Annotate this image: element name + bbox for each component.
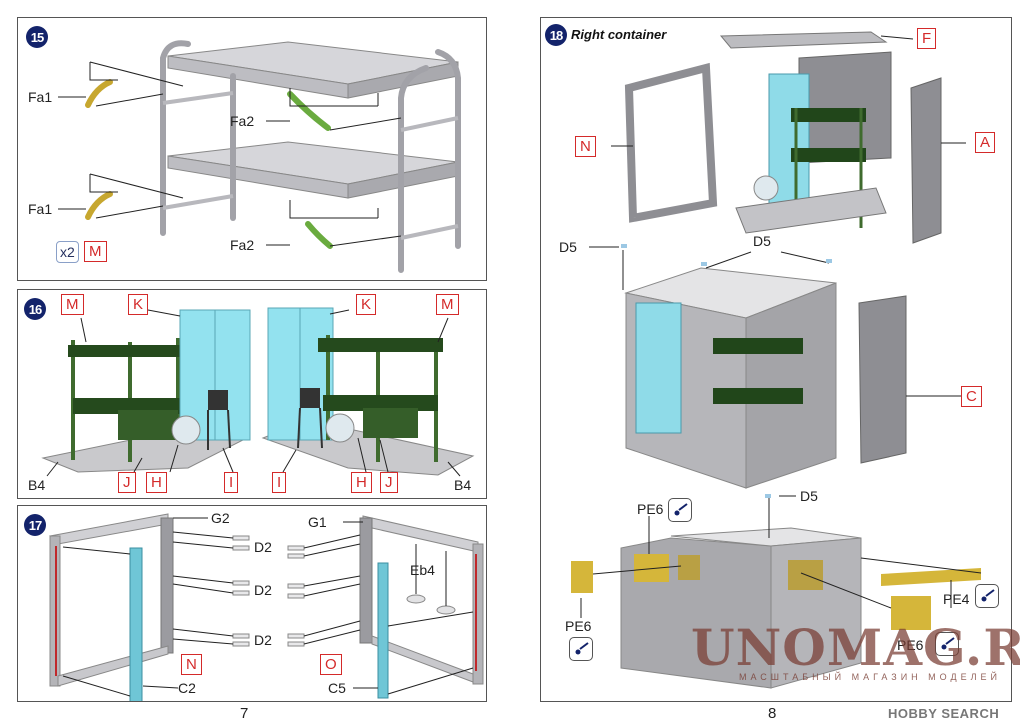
frame-assembly-illustration [48,513,484,701]
watermark-text: UNOMAG.RU [691,618,1020,677]
fa1-part [85,79,113,108]
quantity-badge: x2 [56,241,79,263]
fa2-part [287,91,331,131]
bunk-bed-illustration [58,40,461,273]
left-chair-ref-i: I [224,472,239,493]
right-box-ref-j: J [380,472,398,493]
left-box-ref-j: J [118,472,136,493]
page-number-right: 8 [768,705,777,722]
part-label-fa1-lower: Fa1 [28,201,53,217]
step16-panel: 16 [17,289,487,499]
fa2-part [305,221,333,249]
connector-label-d2-bottom: D2 [254,632,272,648]
step15-panel: 15 [17,17,487,281]
fa1-part [85,191,113,220]
right-chair-ref-i: I [272,472,287,493]
wall-ref-a: A [975,132,996,153]
part-label-fa2-lower: Fa2 [230,237,255,253]
photo-etch-icon [569,637,593,661]
step15-badge: 15 [26,26,48,48]
etch-label-pe6-top: PE6 [637,501,664,517]
connector-label-d5-pair: D5 [753,233,771,249]
step17-badge: 17 [24,514,46,536]
step17-panel: 17 [17,505,487,702]
part-label-g2: G2 [211,510,230,526]
furniture-layout-illustration [41,307,475,477]
right-fan-ref-h: H [351,472,372,493]
connector-label-d5-bottom: D5 [800,488,818,504]
left-locker-ref-k: K [128,294,149,315]
photo-etch-icon [935,632,959,656]
photo-etch-icon [668,498,692,522]
frame-ref-n: N [575,136,596,157]
assembly-ref-m: M [84,241,107,262]
etch-label-pe6-left: PE6 [565,618,592,634]
part-label-fa2-upper: Fa2 [230,113,255,129]
right-bunk-ref-m: M [436,294,459,315]
etch-label-pe4: PE4 [943,591,970,607]
part-label-c5: C5 [328,680,346,696]
frame-ref-n: N [181,654,202,675]
etch-label-pe6-right: PE6 [897,637,924,653]
roof-ref-f: F [917,28,937,49]
right-locker-ref-k: K [356,294,377,315]
door-ref-c: C [961,386,982,407]
part-label-fa1-upper: Fa1 [28,89,53,105]
container-assembly-illustration [571,31,982,689]
connector-label-d5-left: D5 [559,239,577,255]
part-label-eb4: Eb4 [410,562,435,578]
page-number-left: 7 [240,705,249,722]
brand-logo: HOBBY SEARCH [888,706,1000,721]
connector-label-d2-top: D2 [254,539,272,555]
frame-ref-o: O [320,654,342,675]
step16-badge: 16 [24,298,46,320]
watermark-subtext: МАСШТАБНЫЙ МАГАЗИН МОДЕЛЕЙ [739,672,1001,682]
photo-etch-icon [975,584,999,608]
step18-panel: 18 Right container [540,17,1020,702]
left-fan-ref-h: H [146,472,167,493]
left-base-label-b4: B4 [28,477,46,493]
step18-badge: 18 [545,24,567,46]
right-base-label-b4: B4 [454,477,472,493]
part-label-c2: C2 [178,680,196,696]
part-label-g1: G1 [308,514,327,530]
step18-title: Right container [571,27,667,42]
left-bunk-ref-m: M [61,294,84,315]
connector-label-d2-mid: D2 [254,582,272,598]
